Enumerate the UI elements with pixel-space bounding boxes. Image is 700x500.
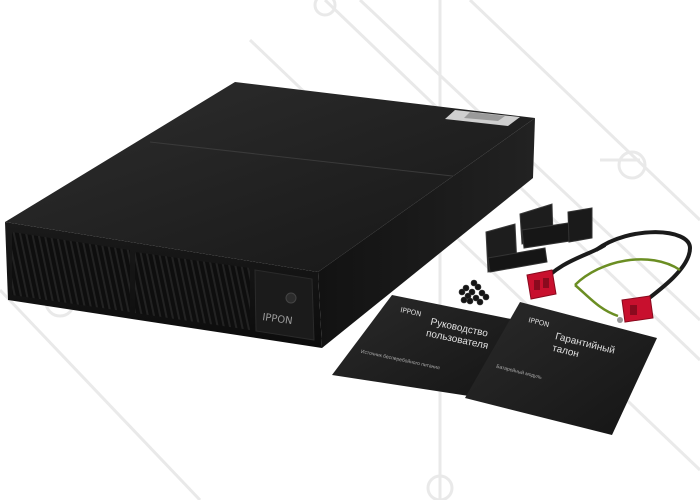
power-button-icon (285, 292, 297, 304)
ups-front-grille-right (135, 252, 250, 330)
battery-manual: IPPON Гарантийный талон Батарейный модул… (465, 302, 657, 435)
battery-cable (538, 230, 693, 318)
ups-side-panel (318, 118, 535, 348)
ups-unit: IPPON (5, 82, 535, 348)
rack-mount-brackets (485, 203, 593, 273)
ups-control-panel (254, 269, 315, 341)
red-connector-2 (617, 295, 654, 323)
ups-front-logo: IPPON (262, 312, 294, 327)
ups-front-grille-left (12, 232, 130, 312)
screws-pile (458, 279, 490, 306)
ups-top-panel (5, 82, 535, 272)
user-manual: IPPON Руководство пользователя Источник … (332, 295, 516, 400)
red-connector (526, 269, 557, 300)
